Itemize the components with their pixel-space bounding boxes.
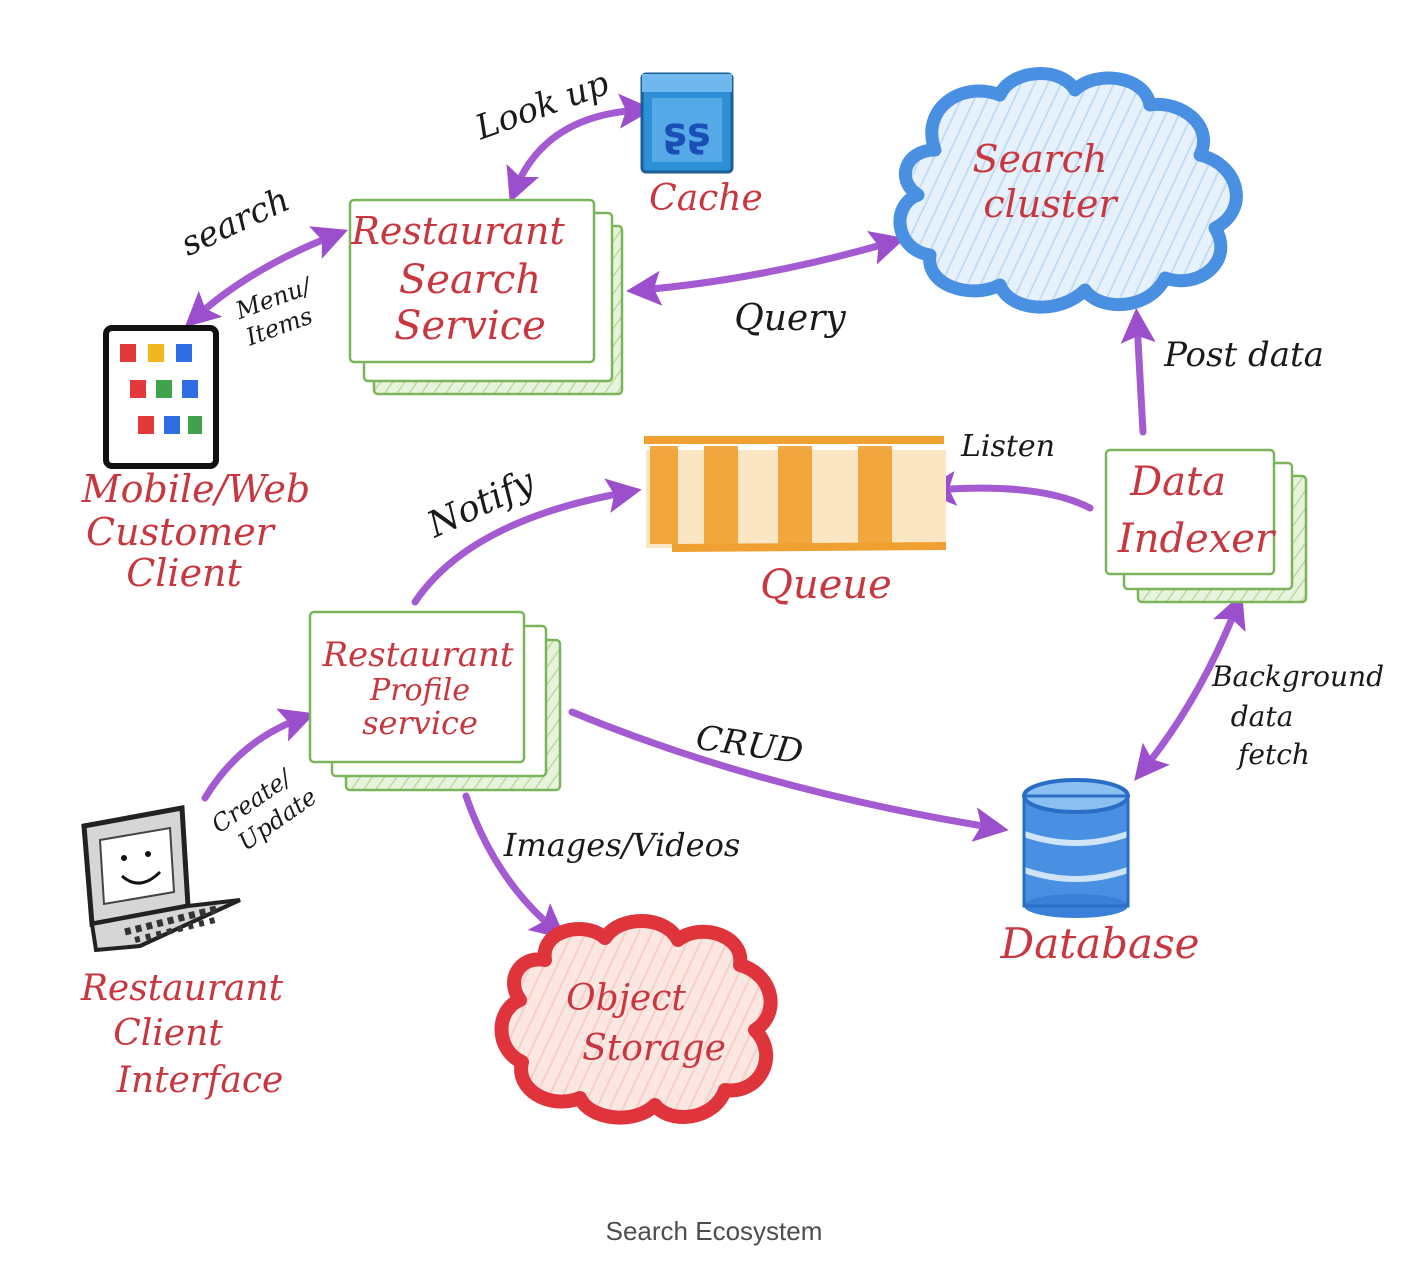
- background-label-1: Background: [1211, 660, 1384, 693]
- post-data-arrow: [1120, 308, 1156, 436]
- laptop-icon: [81, 805, 241, 953]
- lookup-arrow: [506, 93, 654, 203]
- images-videos-arrow: [462, 792, 566, 939]
- restaurant-profile-service: Restaurant Profile service: [308, 610, 562, 792]
- search-service-line2: Search: [399, 257, 541, 303]
- database-node: Database: [1000, 778, 1200, 968]
- search-service-line1: Restaurant: [350, 209, 565, 253]
- data-indexer-node: Data Indexer: [1104, 448, 1308, 604]
- object-storage-line1: Object: [566, 978, 686, 1019]
- restaurant-search-service: Restaurant Search Service: [348, 198, 624, 396]
- listen-arrow: [921, 470, 1094, 512]
- search-service-line3: Service: [394, 303, 546, 349]
- restaurant-client-node: Restaurant Client Interface: [80, 805, 284, 1101]
- query-label: Query: [734, 298, 846, 339]
- mobile-client-line2: Customer: [86, 510, 277, 554]
- object-storage-node: Object Storage: [494, 914, 778, 1125]
- svg-text:ʂʂ: ʂʂ: [663, 110, 711, 156]
- notify-arrow: [411, 478, 642, 606]
- database-icon: [1022, 778, 1130, 918]
- crud-arrow: [568, 708, 1009, 842]
- listen-label: Listen: [960, 429, 1055, 464]
- look-up-label: Look up: [469, 63, 614, 148]
- background-fetch-arrow: [1134, 592, 1246, 781]
- notify-label: Notify: [420, 461, 541, 547]
- figure-caption: Search Ecosystem: [605, 1216, 823, 1246]
- object-storage-line2: Storage: [582, 1028, 726, 1069]
- profile-service-line2: Profile: [369, 673, 470, 708]
- search-edge-label: search: [175, 180, 296, 265]
- create-update-arrow: [201, 708, 316, 802]
- cache-icon: ʂʂ: [640, 72, 734, 174]
- restaurant-client-line3: Interface: [116, 1060, 284, 1101]
- search-cluster-line2: cluster: [983, 182, 1119, 226]
- images-videos-label: Images/Videos: [503, 826, 741, 864]
- search-ecosystem-diagram: Restaurant Search Service ʂʂ Cache Searc…: [80, 63, 1384, 1125]
- queue-node: Queue: [644, 436, 947, 608]
- query-arrow: [626, 230, 906, 306]
- background-label-2: data: [1231, 700, 1294, 733]
- profile-service-line1: Restaurant: [321, 635, 513, 675]
- search-cluster-node: Search cluster: [893, 67, 1243, 314]
- restaurant-client-line1: Restaurant: [80, 968, 284, 1009]
- mobile-client-line3: Client: [126, 551, 242, 595]
- cache-label: Cache: [649, 178, 763, 219]
- database-label: Database: [1000, 919, 1200, 968]
- restaurant-client-line2: Client: [113, 1013, 223, 1054]
- mobile-client-node: Mobile/Web Customer Client: [81, 325, 310, 595]
- profile-service-line3: service: [362, 704, 478, 742]
- search-arrow: [184, 226, 349, 328]
- post-data-label: Post data: [1163, 335, 1324, 375]
- mobile-client-line1: Mobile/Web: [81, 467, 310, 511]
- data-indexer-line1: Data: [1129, 459, 1226, 505]
- queue-label: Queue: [760, 562, 892, 608]
- edges: [184, 93, 1246, 939]
- background-label-3: fetch: [1236, 738, 1310, 771]
- search-cluster-line1: Search: [972, 137, 1107, 181]
- cache-node: ʂʂ Cache: [640, 72, 763, 219]
- tablet-icon: [103, 325, 219, 469]
- data-indexer-line2: Indexer: [1117, 516, 1277, 562]
